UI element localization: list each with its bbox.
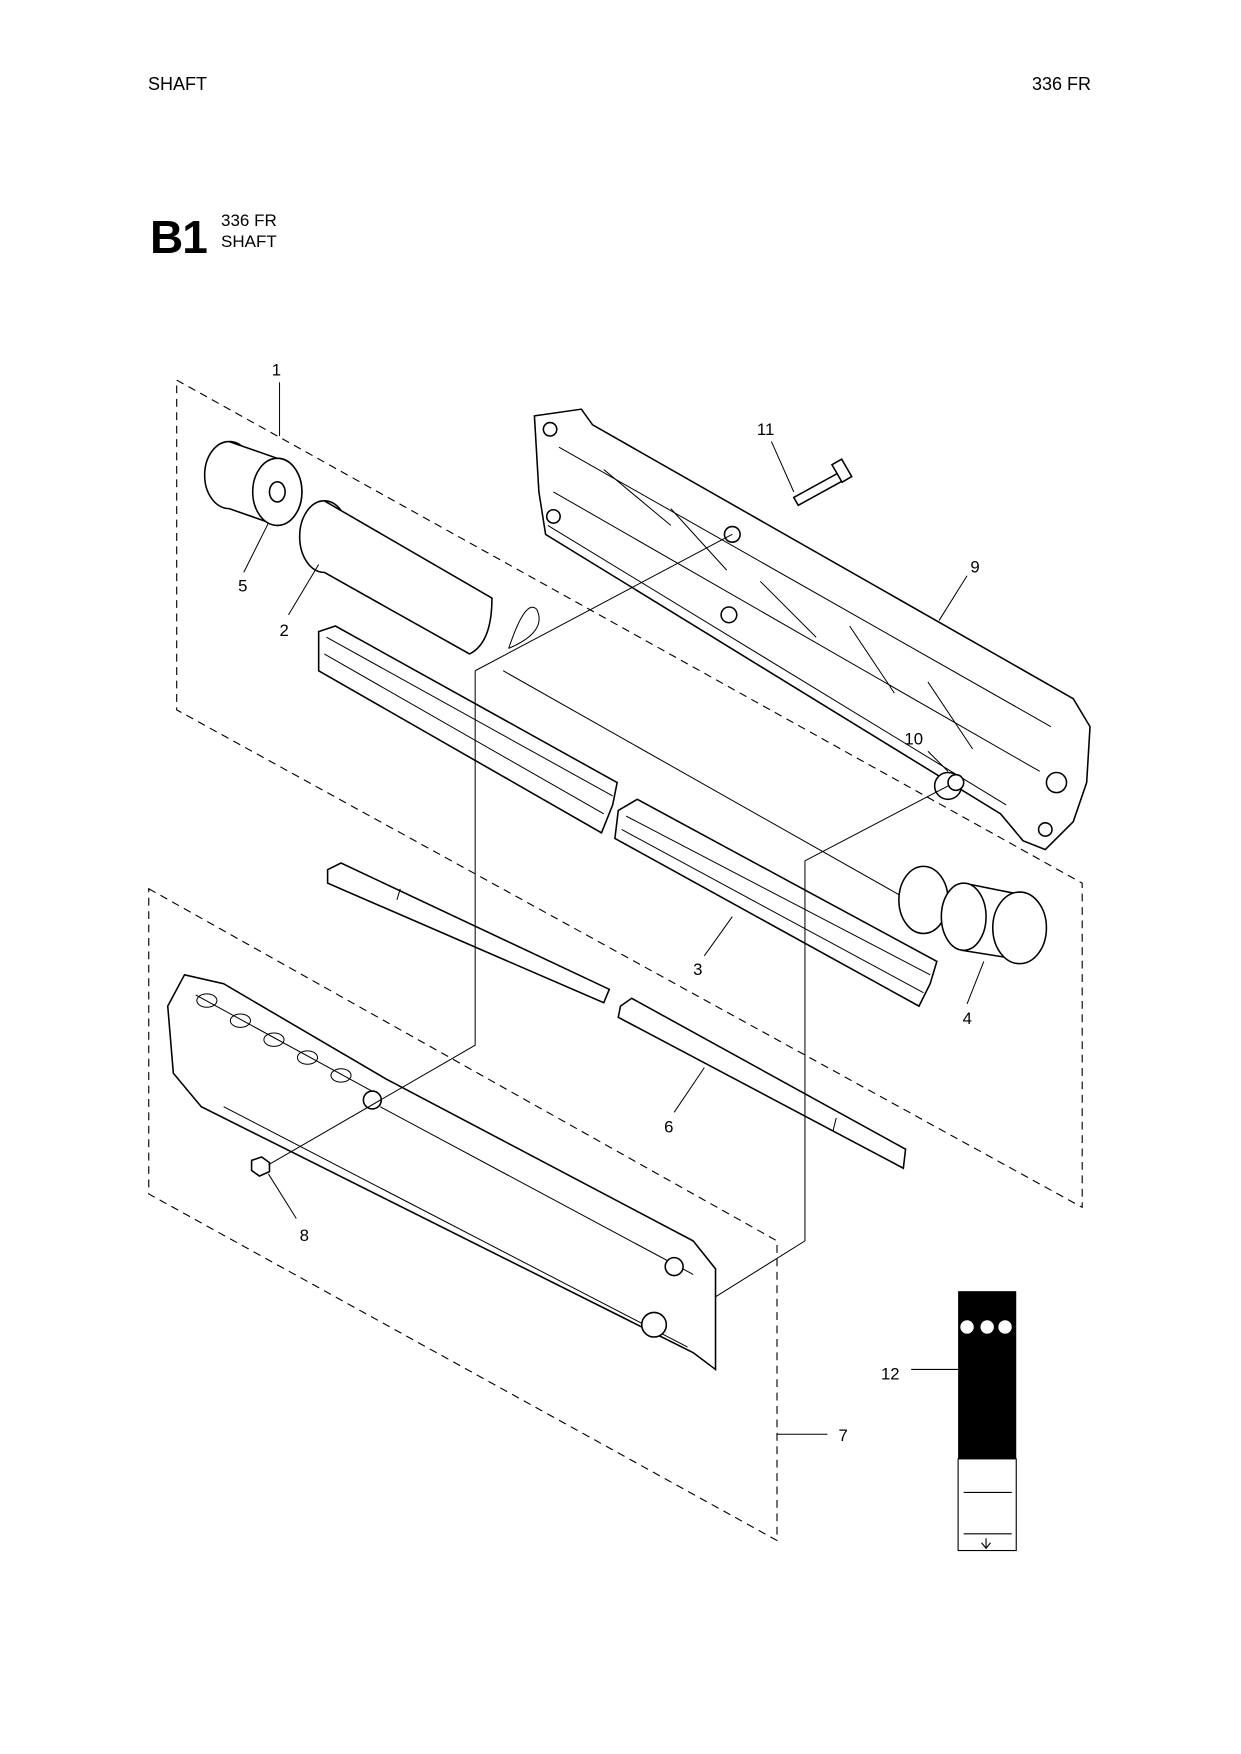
upper-housing-part-9: [533, 408, 1091, 851]
rail-part-3: [317, 625, 938, 1008]
nut-part-8: [250, 1156, 271, 1177]
callout-4: 4: [963, 1009, 972, 1028]
callout-9: 9: [970, 557, 979, 576]
lower-housing-part-7: [166, 973, 717, 1372]
callout-6: 6: [664, 1117, 673, 1136]
callout-7: 7: [838, 1426, 847, 1445]
callout-2: 2: [280, 621, 289, 640]
grommet-part-10: [933, 771, 965, 801]
screw-part-11: [792, 458, 853, 507]
drive-shaft-part-6: [326, 862, 907, 1170]
callout-10: 10: [904, 730, 923, 749]
callout-5: 5: [238, 576, 247, 595]
section-code: B1: [150, 211, 208, 263]
decal-part-12: [957, 1291, 1017, 1552]
callout-1: 1: [272, 361, 281, 380]
section-model: 336 FR: [221, 211, 277, 230]
section-title: SHAFT: [221, 232, 277, 251]
leader-lines: [243, 382, 985, 1435]
end-cap-part-5: [203, 440, 303, 527]
end-cap-part-4: [940, 882, 1048, 965]
assembly-outline-7: [148, 887, 778, 1542]
callout-12: 12: [881, 1365, 900, 1384]
assembly-outline-1: [176, 379, 1083, 1209]
header-section-name: SHAFT: [148, 74, 208, 94]
callout-11: 11: [757, 420, 774, 439]
header-model: 336 FR: [1031, 74, 1091, 94]
callout-8: 8: [300, 1226, 309, 1245]
callout-3: 3: [693, 960, 702, 979]
tube-part-2: [298, 500, 949, 935]
